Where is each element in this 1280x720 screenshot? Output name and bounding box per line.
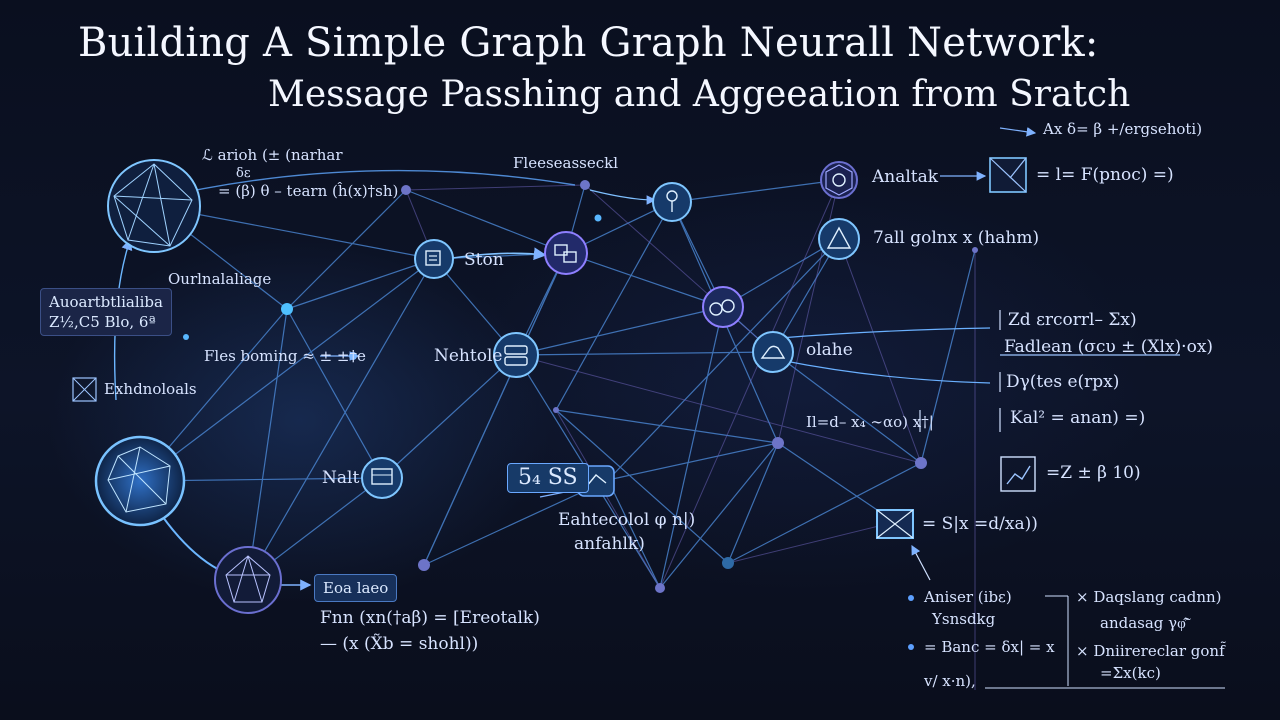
- person-icon: [652, 182, 692, 222]
- label-node-nalt: Nalt: [322, 468, 360, 488]
- chart-icon: [1000, 456, 1036, 492]
- ring-icon: [820, 161, 858, 199]
- legend-item-3: v/ x·n),: [924, 672, 976, 690]
- label-right-f6: = S|x =d/xa)): [922, 514, 1038, 534]
- label-right-f1: Zd εrcorrl– Σx): [1008, 310, 1137, 330]
- label-node-nehtole: Nehtole: [434, 346, 503, 366]
- label-bottom-formula-2: — (x (X̃b = shohl)): [320, 634, 479, 654]
- legend-item-1a: Aniser (ibε): [924, 588, 1012, 606]
- label-top-right-formula: Ax δ= β +/ergsehoti): [1043, 120, 1203, 138]
- storage-icon: [493, 332, 539, 378]
- envelope-icon: [876, 509, 914, 539]
- x-box-icon: [72, 377, 97, 402]
- left-box-line-1: Auoartbtlialiba: [49, 293, 163, 311]
- arc-top: [149, 169, 576, 201]
- page-title: Building A Simple Graph Graph Neurall Ne…: [78, 20, 1099, 66]
- label-right-f5: =Z ± β 10): [1046, 463, 1141, 483]
- left-box-line-2: Z½,C5 Blo, 6ª: [49, 313, 156, 331]
- center-box-big: 5₄ SS: [507, 463, 589, 493]
- bottom-box: Eoa laeo: [314, 574, 398, 602]
- legend-item-2: = Banc = δx| = x: [924, 638, 1055, 656]
- left-info-box: Auoartbtlialiba Z½,C5 Blo, 6ª: [40, 288, 172, 336]
- arc-top-center: [589, 189, 657, 205]
- cloud-icon: [702, 286, 744, 328]
- page-subtitle: Message Passhing and Aggeeation from Sra…: [268, 74, 1131, 115]
- triangle-icon: [818, 218, 860, 260]
- label-right-r2: 7all golnx x (hahm): [873, 228, 1040, 248]
- label-left-middle: Fles boming ≈ ± ±†e: [204, 347, 366, 365]
- label-top-center: Fleeseasseckl: [513, 154, 619, 172]
- edges-dim: [405, 179, 976, 690]
- legend-item-5a: × Dniirereclar gonf̃: [1076, 642, 1225, 660]
- label-top-left-note-2: δε: [236, 166, 251, 181]
- label-center-lower-2: anfahlk): [574, 534, 645, 554]
- legend-item-1b: Ysnsdkg: [932, 610, 996, 628]
- label-center-formula: Il=d– x₄ ∼αo) x†|: [806, 413, 934, 431]
- label-node-olahe: olahe: [806, 340, 853, 360]
- small-nodes: [183, 180, 978, 593]
- graph-hub-icon: [94, 435, 186, 527]
- legend-item-5b: =Σx(kc): [1100, 664, 1161, 682]
- label-left-small: Ourlnalaliage: [168, 270, 272, 288]
- label-right-f3: Dγ(tes e(rpx): [1006, 372, 1120, 392]
- label-node-ston: Ston: [464, 250, 504, 270]
- label-right-f2: Fadlean (σcυ ± (Xlx)·ox): [1004, 337, 1214, 357]
- document-icon: [414, 239, 454, 279]
- checkbox-icon: [989, 157, 1027, 193]
- graph-small-icon: [214, 546, 282, 614]
- label-left-check: Exhdnoloals: [104, 380, 197, 398]
- legend-item-4b: andasag γφ̃͗̂: [1100, 614, 1186, 632]
- label-node-analtak: Analtak: [872, 167, 939, 187]
- label-center-lower-1: Eahtecolol φ n|): [558, 510, 696, 530]
- graph-circle-icon: [107, 159, 201, 253]
- link-icon: [544, 231, 588, 275]
- label-right-r1: = l= F(pnoc) =): [1036, 165, 1174, 185]
- label-top-left-note-1: ℒ arioh (± (narhar: [202, 146, 343, 164]
- label-right-f4: Kal² = anan) =): [1010, 408, 1146, 428]
- monitor-icon: [361, 457, 403, 499]
- legend-item-4a: × Daqslang cadnn): [1076, 588, 1222, 606]
- hat-icon: [752, 331, 794, 373]
- label-bottom-formula-1: Fnn (xn(†aβ) = [Ereotalk): [320, 608, 540, 628]
- label-top-left-note-3: = (β) θ – tearn (ĥ(x)†sh): [218, 182, 399, 200]
